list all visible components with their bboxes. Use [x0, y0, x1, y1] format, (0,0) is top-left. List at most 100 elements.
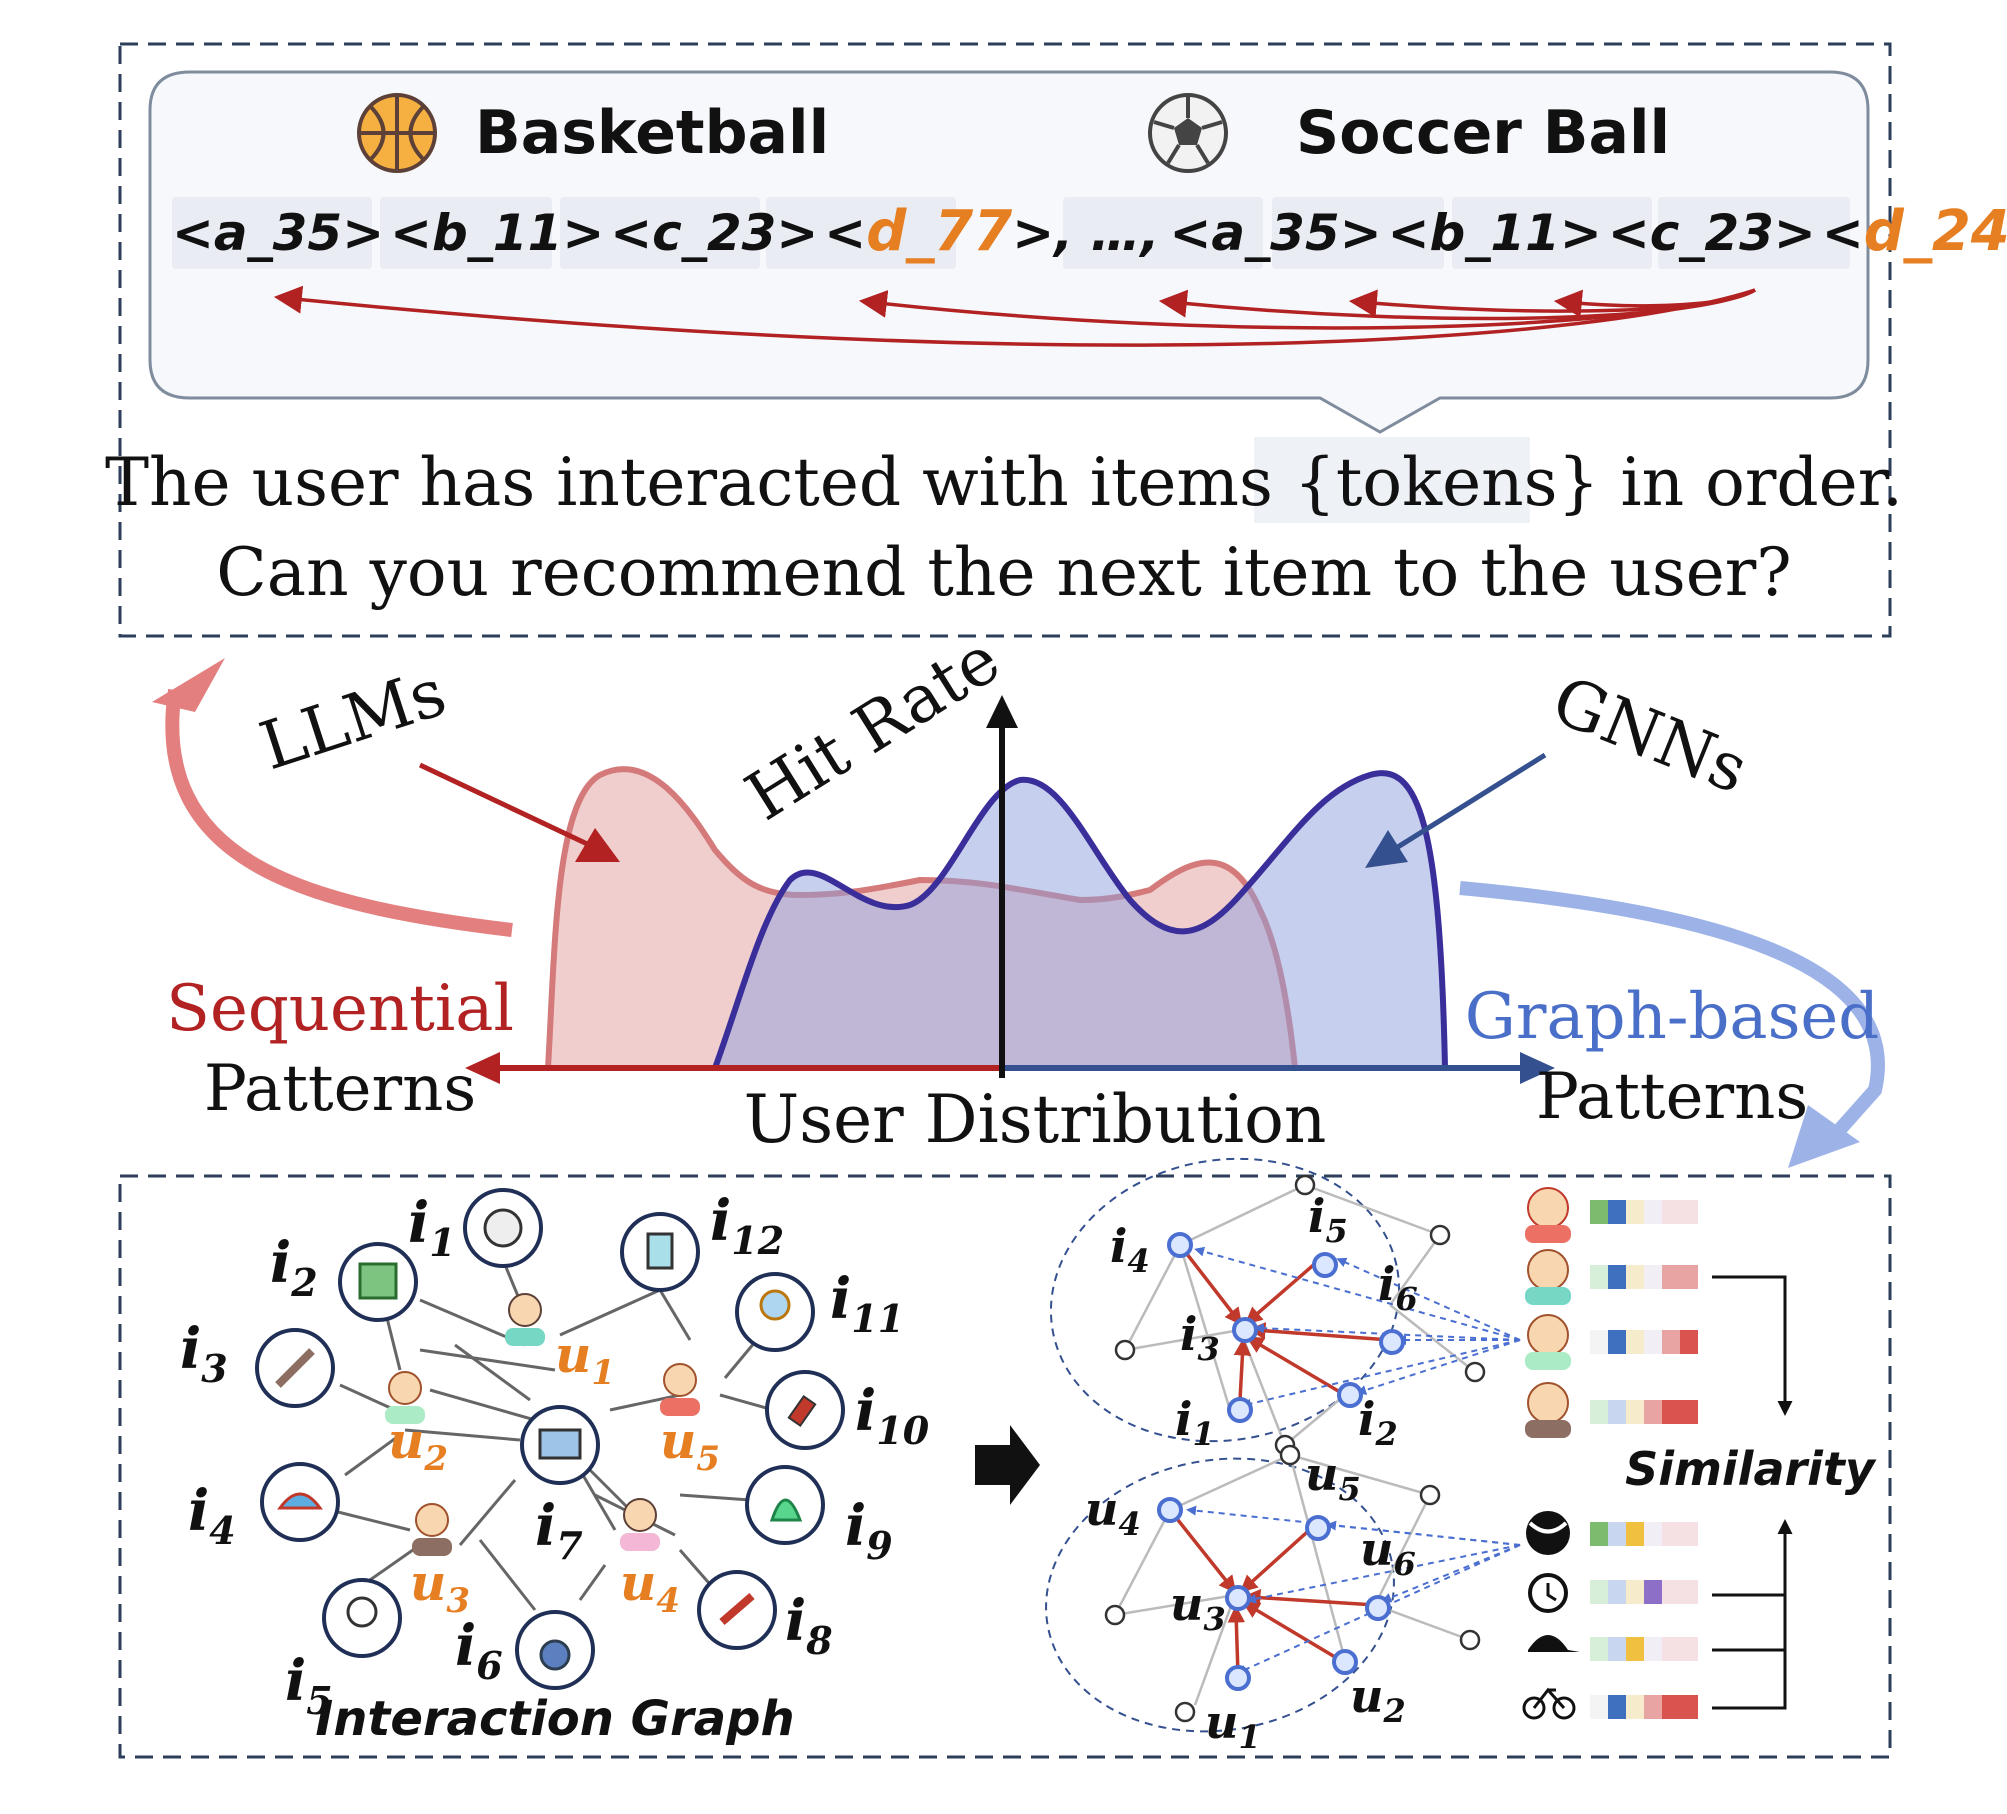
item-label-i9: i9: [845, 1493, 893, 1568]
prompt-line-1: The user has interacted with items {toke…: [105, 444, 1903, 521]
token-chip-backgrounds: [172, 197, 1850, 269]
bottom-panel: i1 i2 i3 i4 i5 i6 i7 i8 i9 i10 i11 i12 u…: [118, 1157, 1892, 1759]
llm-curve-arrow: [165, 688, 513, 937]
item-label-i3: i3: [180, 1316, 228, 1391]
user-embedding-row-1: [1525, 1187, 1698, 1243]
item-label-i4: i4: [188, 1478, 236, 1553]
token-sequence: <a_35><b_11><c_23><d_77>, …,<a_35><b_11>…: [172, 199, 2007, 264]
token-a35-first: <a_35>: [172, 204, 384, 262]
token-d24: d_24: [1864, 199, 2007, 264]
x-axis-right-arrowhead: [1520, 1052, 1555, 1084]
item-label-i12: i12: [710, 1188, 784, 1263]
similarity-brackets: [1712, 1275, 1785, 1710]
token-d77: d_77: [866, 199, 1012, 264]
user-avatar-icon: [1527, 1382, 1569, 1424]
user-label-u5: u5: [660, 1411, 720, 1479]
transform-arrow-icon: [975, 1425, 1040, 1505]
gnn-distribution-curve: [710, 770, 1449, 1071]
middle-panel: LLMs GNNs Hit Rate User Distribution Seq…: [152, 621, 1885, 1168]
token-c23-second: <c_23>: [1608, 204, 1816, 262]
prompt-line-2: Can you recommend the next item to the u…: [216, 534, 1791, 611]
book-icon: [646, 1232, 674, 1270]
racket-icon: [346, 1596, 378, 1628]
interaction-graph-user-avatars: [385, 1293, 700, 1556]
sequential-label: Sequential: [166, 972, 514, 1046]
y-axis-arrowhead: [986, 695, 1018, 728]
user-label-u3: u3: [410, 1553, 470, 1621]
token-bubble: [148, 70, 1870, 434]
prompt-line-1-post: in order.: [1600, 444, 1903, 521]
cap-icon: [1528, 1635, 1580, 1652]
user-embedding-row-3: [1525, 1314, 1698, 1370]
item-b-name: Soccer Ball: [1296, 98, 1670, 168]
user-user-graph: u4 u5 u6 u3 u1 u2: [1045, 1444, 1521, 1756]
sequential-patterns-label: Patterns: [204, 1052, 476, 1126]
cap-icon: [277, 1492, 323, 1510]
bottom-panel-border: [118, 1174, 1892, 1759]
tokens-placeholder-highlight: [1254, 437, 1530, 523]
ii-label-i3: i3: [1180, 1307, 1220, 1368]
token-dependency-arrows: [273, 285, 1756, 347]
token-a35-second: <a_35>: [1170, 204, 1382, 262]
user-label-u2: u2: [388, 1411, 448, 1479]
gnn-pointer-arrowhead: [1365, 830, 1408, 868]
user-avatar-icon: [1527, 1249, 1569, 1291]
toy-dinosaur-icon: [769, 1498, 803, 1522]
uu-label-u2: u2: [1350, 1669, 1406, 1730]
token-separator: , …,: [1052, 204, 1159, 262]
hit-rate-label: Hit Rate: [733, 621, 1013, 836]
prompt-placeholder: {tokens}: [1294, 444, 1600, 521]
ii-label-i5: i5: [1308, 1189, 1348, 1250]
item-label-i10: i10: [855, 1378, 930, 1453]
user-label-u4: u4: [620, 1553, 680, 1621]
user-label-u1: u1: [555, 1325, 615, 1393]
gnn-curve-arrowhead: [1788, 1105, 1860, 1168]
mirror-icon: [759, 1289, 791, 1321]
item-node-racket: [322, 1578, 402, 1658]
item-label-i5: i5: [285, 1648, 333, 1723]
item-item-graph: i4 i5 i6 i3 i1 i2: [1049, 1157, 1521, 1456]
user-embedding-row-4: [1525, 1382, 1698, 1438]
bicycle-icon: [1522, 1687, 1576, 1720]
user-avatar-u2: [385, 1371, 425, 1424]
user-distribution-label: User Distribution: [744, 1081, 1327, 1158]
ii-label-i6: i6: [1378, 1257, 1418, 1318]
laptop-icon: [538, 1428, 582, 1460]
item-label-i7: i7: [535, 1493, 583, 1568]
uu-label-u5: u5: [1305, 1447, 1361, 1508]
user-avatar-icon: [1527, 1314, 1569, 1356]
uu-label-u4: u4: [1085, 1482, 1141, 1543]
user-embedding-row-2: [1525, 1249, 1698, 1305]
token-b11-first: <b_11>: [390, 204, 604, 262]
electric-guitar-icon: [719, 1592, 755, 1626]
ii-label-i2: i2: [1358, 1392, 1398, 1453]
top-panel: Basketball Soccer Ball <a_35><b_11><c_23…: [105, 42, 2007, 638]
ii-label-i4: i4: [1110, 1219, 1150, 1280]
token-b11-second: <b_11>: [1388, 204, 1602, 262]
user-avatar-u5: [660, 1363, 700, 1416]
item-embedding-rows: [1522, 1511, 1698, 1720]
uu-label-u3: u3: [1170, 1577, 1226, 1638]
interaction-graph-item-icons: [275, 1208, 817, 1671]
llm-pointer: [418, 762, 602, 853]
graph-based-label: Graph-based: [1465, 980, 1880, 1054]
token-d-close-first: >: [1012, 204, 1054, 262]
shorts-icon: [358, 1262, 398, 1300]
soccer-icon: [483, 1208, 523, 1248]
similarity-label: Similarity: [1625, 1442, 1877, 1496]
ii-label-i1: i1: [1175, 1392, 1215, 1453]
item-label-i2: i2: [270, 1230, 318, 1305]
item-embedding-row-clock: [1528, 1573, 1698, 1613]
user-avatar-u3: [412, 1503, 452, 1556]
top-panel-border: [118, 42, 1892, 638]
token-d-open-second: <: [1822, 204, 1864, 262]
soccer-ball-icon: [1148, 93, 1228, 173]
item-embedding-row-ball: [1526, 1511, 1698, 1555]
item-embedding-row-bike: [1522, 1687, 1698, 1720]
user-avatar-icon: [1527, 1187, 1569, 1229]
alarm-clock-icon: [1528, 1573, 1568, 1613]
user-avatar-u4: [620, 1498, 660, 1551]
item-label-i6: i6: [455, 1613, 503, 1688]
llm-pointer-arrowhead: [575, 828, 620, 862]
interaction-graph-title: Interaction Graph: [315, 1691, 794, 1747]
